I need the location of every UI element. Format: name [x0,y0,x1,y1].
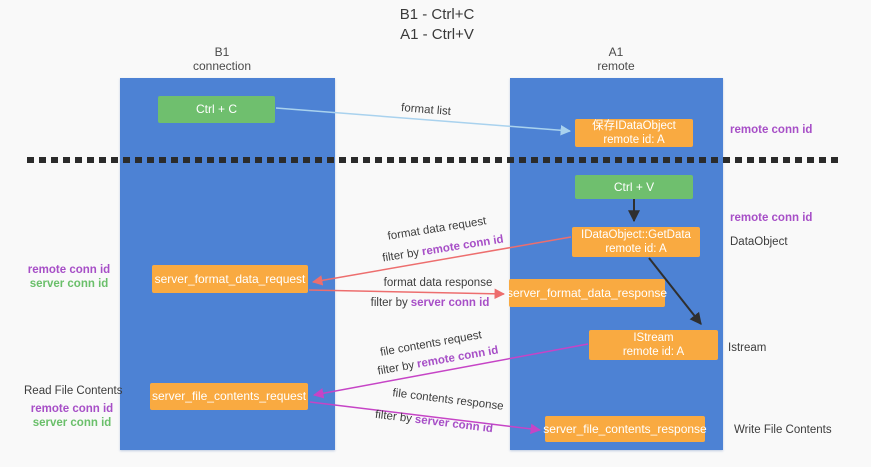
ctrl-v-label: Ctrl + V [613,179,655,194]
diagram-title-line2: A1 - Ctrl+V [400,26,474,43]
server-file-contents-response-label: server_file_contents_response [543,421,707,436]
save-idataobject-box: 保存IDataObject remote id: A [575,119,693,147]
idataobject-getdata-line1: IDataObject::GetData [581,228,691,241]
istream-side-label: Istream [728,342,767,354]
server-conn-id-text: server conn id [414,413,494,436]
left-bottom-conn-ids: remote conn id server conn id [22,402,122,430]
server-file-contents-response-box: server_file_contents_response [543,416,707,442]
lifeline-a1-name: A1 [608,45,624,59]
right-top-remote-conn-id: remote conn id [730,124,813,136]
format-data-response-label: format data response [383,277,493,289]
phase-separator-dashed-line [27,157,838,163]
ctrl-c-label: Ctrl + C [195,102,237,116]
idataobject-getdata-box: IDataObject::GetData remote id: A [572,227,700,257]
lifeline-b1-role: connection [192,59,252,73]
save-idataobject-line2: remote id: A [603,134,665,146]
remote-conn-id-text: remote conn id [421,233,505,259]
server-format-data-response-label: server_format_data_response [506,285,668,300]
istream-box: IStream remote id: A [589,330,718,360]
filter-by-text: filter by [374,408,413,426]
server-file-contents-request-label: server_file_contents_request [151,389,307,403]
left-mid-conn-ids: remote conn id server conn id [20,263,118,291]
istream-line2: remote id: A [622,346,685,358]
server-file-contents-request-box: server_file_contents_request [150,383,308,410]
server-format-data-request-label: server_format_data_request [154,271,306,286]
right-mid-remote-conn-id: remote conn id [730,212,813,224]
filter-by-text: filter by [381,246,421,265]
file-contents-response-label: file contents response [391,387,505,413]
istream-line1: IStream [633,331,674,344]
server-format-data-response-box: server_format_data_response [506,279,668,307]
lifeline-b1-name: B1 [214,45,230,59]
format-list-label: format list [400,102,452,118]
read-file-contents-label: Read File Contents [24,385,123,397]
format-data-response-arrow [308,288,506,300]
server-format-data-request-box: server_format_data_request [152,265,308,293]
write-file-contents-label: Write File Contents [734,424,832,436]
filter-by-text: filter by [370,297,408,309]
server-conn-id-text: server conn id [410,297,490,309]
diagram-title-line1: B1 - Ctrl+C [399,6,475,23]
left-mid-server-conn-id: server conn id [29,278,109,290]
save-idataobject-line1: 保存IDataObject [592,119,676,132]
lifeline-header-a1: A1 remote [597,45,634,73]
ctrl-v-box: Ctrl + V [575,175,693,199]
left-bottom-remote-conn-id: remote conn id [30,403,114,415]
lifeline-header-b1: B1 connection [193,45,251,73]
lifeline-a1-role: remote [597,59,635,73]
dataobject-label: DataObject [730,236,788,248]
left-bottom-server-conn-id: server conn id [32,417,112,429]
ctrl-c-box: Ctrl + C [158,96,275,123]
filter-by-text: filter by [376,359,416,378]
idataobject-getdata-line2: remote id: A [605,243,667,255]
left-mid-remote-conn-id: remote conn id [27,264,111,276]
